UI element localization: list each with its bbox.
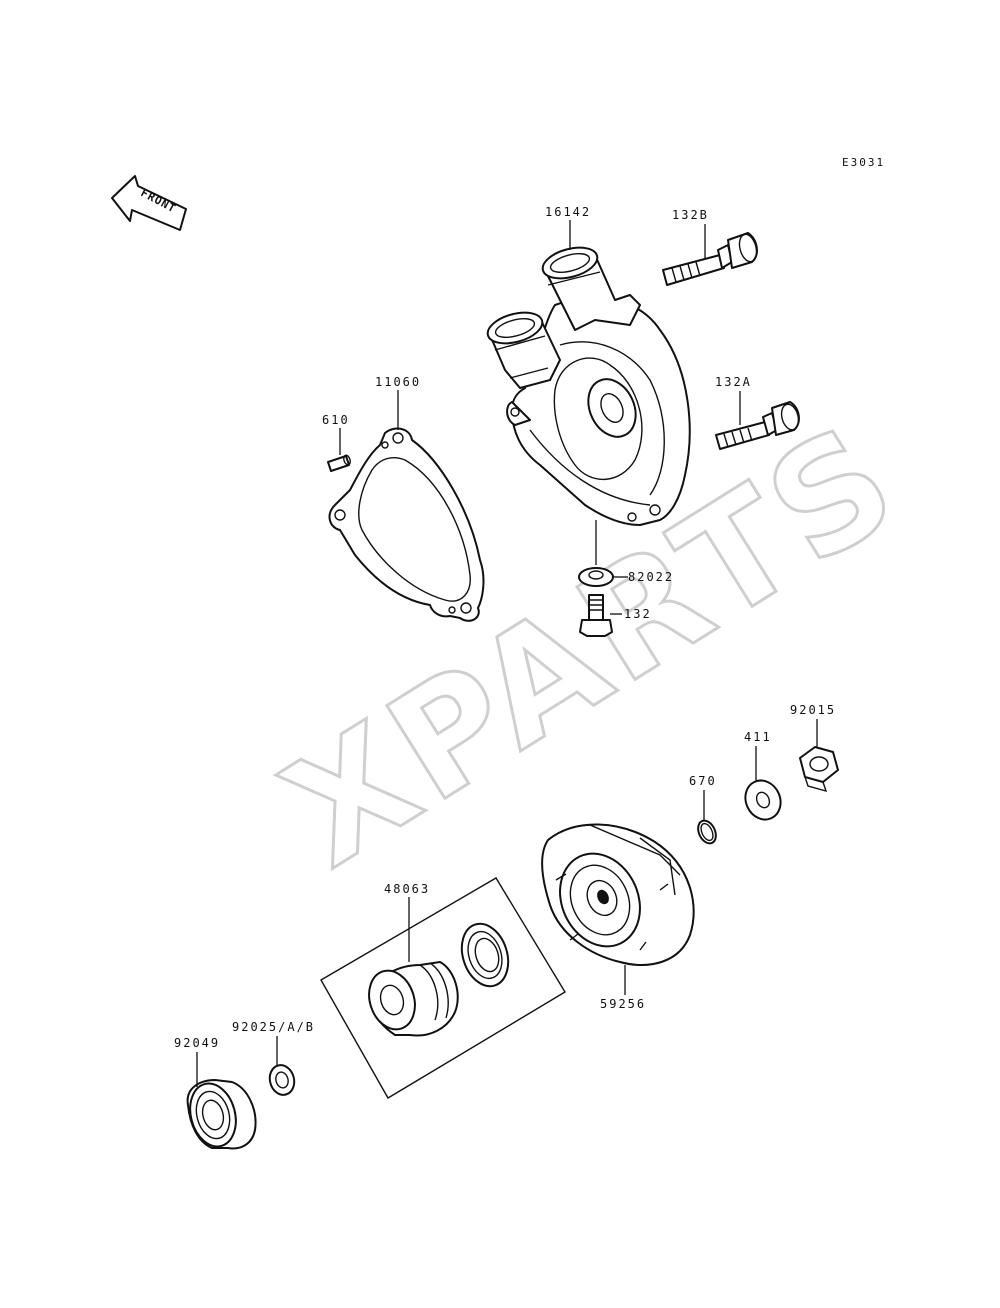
label-59256: 59256 xyxy=(600,997,646,1011)
label-132b: 132B xyxy=(672,208,709,222)
label-92025-a-b: 92025/A/B xyxy=(232,1020,315,1034)
oil-seal-part xyxy=(268,1064,296,1096)
nut-92015-part xyxy=(799,746,839,793)
bolt-132-part xyxy=(579,594,613,637)
washer-82022-part xyxy=(578,567,614,587)
dowel-pin-part xyxy=(327,454,351,472)
label-48063: 48063 xyxy=(384,882,430,896)
label-610: 610 xyxy=(322,413,350,427)
gasket-part xyxy=(328,427,485,622)
bearing-part xyxy=(186,1079,257,1150)
label-16142: 16142 xyxy=(545,205,591,219)
label-670: 670 xyxy=(689,774,717,788)
bolt-132a-part xyxy=(715,401,800,450)
impeller-part xyxy=(541,823,695,966)
label-411: 411 xyxy=(744,730,772,744)
washer-411-part xyxy=(744,779,782,821)
label-92015: 92015 xyxy=(790,703,836,717)
pump-cover-part xyxy=(486,246,691,526)
front-arrow-icon: FRONT xyxy=(111,175,187,231)
label-132: 132 xyxy=(624,607,652,621)
label-11060: 11060 xyxy=(375,375,421,389)
label-92049: 92049 xyxy=(174,1036,220,1050)
bolt-132b-part xyxy=(662,232,758,286)
label-132a: 132A xyxy=(715,375,752,389)
o-ring-670-part xyxy=(697,819,717,845)
label-82022: 82022 xyxy=(628,570,674,584)
mechanical-seal-kit-part xyxy=(320,877,566,1099)
diagram-id: E3031 xyxy=(842,156,885,169)
